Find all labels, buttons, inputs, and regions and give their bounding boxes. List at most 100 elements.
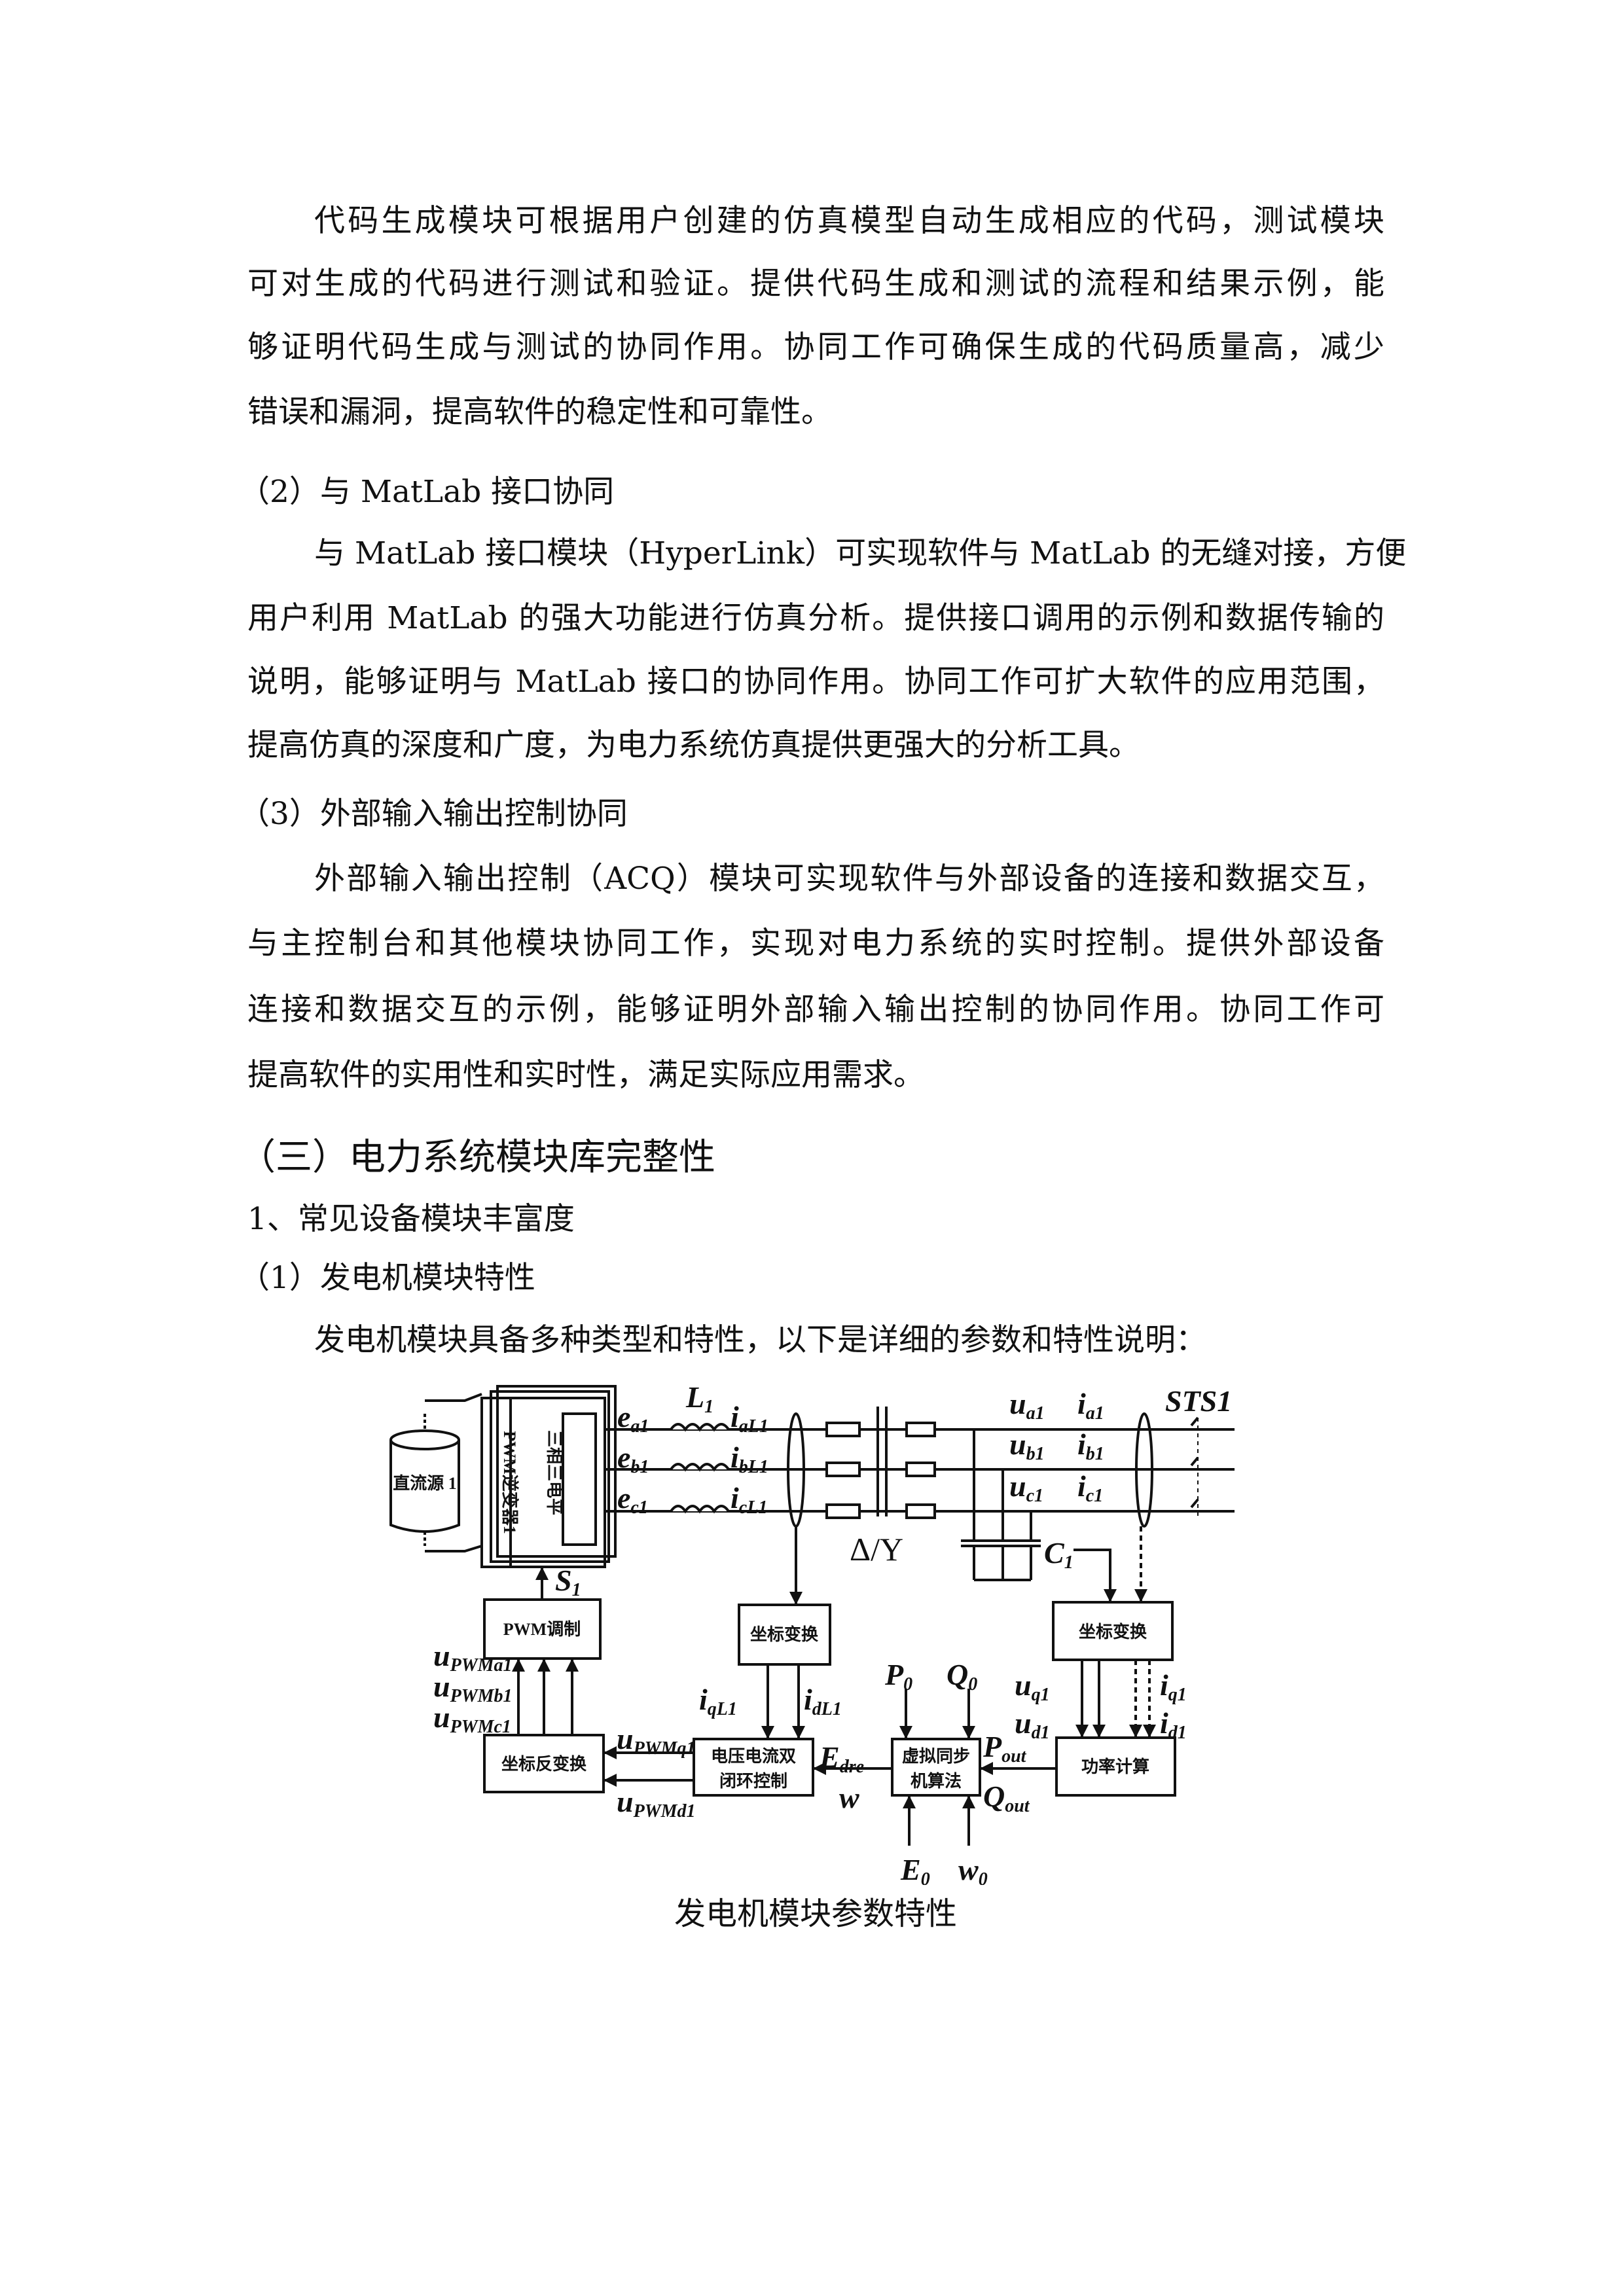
label-icl1: icL1	[731, 1481, 767, 1518]
dual-loop-label-1: 电压电流双	[711, 1747, 796, 1766]
label-base: i	[1077, 1387, 1086, 1420]
power-calc-block	[1055, 1736, 1176, 1797]
label-base: Q	[947, 1658, 968, 1691]
label-subscript: PWMd1	[633, 1801, 696, 1821]
label-uc1: uc1	[1009, 1469, 1043, 1506]
label-qout: Qout	[983, 1780, 1030, 1816]
label-subscript: PWMa1	[450, 1655, 513, 1676]
text-line: 与 MatLab 接口模块（HyperLink）可实现软件与 MatLab 的无…	[314, 535, 1407, 571]
label-base: i	[731, 1441, 739, 1474]
label-base: i	[1160, 1668, 1168, 1702]
label-base: u	[617, 1722, 634, 1755]
label-base: u	[1009, 1387, 1026, 1420]
label-base: i	[731, 1400, 739, 1433]
label-subscript: 1	[1064, 1552, 1074, 1573]
section-title: （三）电力系统模块库完整性	[239, 1136, 715, 1179]
label-ea1: ea1	[617, 1400, 649, 1437]
coord-transform-label-2: 坐标变换	[1079, 1622, 1147, 1641]
w-label: w	[839, 1781, 859, 1814]
text-line: 用户利用 MatLab 的强大功能进行仿真分析。提供接口调用的示例和数据传输的	[247, 600, 1384, 636]
label-upwmb1: uPWMb1	[433, 1670, 513, 1706]
label-subscript: 0	[921, 1869, 930, 1885]
label-id1: id1	[1160, 1706, 1187, 1743]
sts1-label: STS1	[1165, 1384, 1232, 1418]
label-subscript: qL1	[708, 1699, 737, 1719]
label-base: e	[617, 1400, 630, 1433]
coord-transform-label: 坐标变换	[750, 1624, 819, 1644]
inverse-transform-label: 坐标反变换	[501, 1754, 587, 1774]
label-base: E	[900, 1853, 921, 1885]
label-subscript: PWMb1	[450, 1686, 513, 1706]
label-subscript: a1	[1026, 1403, 1045, 1424]
vsg-label-2: 机算法	[911, 1771, 962, 1791]
label-p0: P0	[884, 1658, 912, 1695]
label-subscript: bL1	[739, 1457, 768, 1477]
label-subscript: dre	[840, 1757, 864, 1777]
label-w0: w0	[958, 1853, 988, 1885]
label-base: i	[731, 1481, 739, 1515]
label-subscript: q1	[1032, 1685, 1050, 1705]
label-subscript: b1	[1026, 1444, 1045, 1464]
heading-io-control: （3）外部输入输出控制协同	[239, 796, 628, 832]
label-base: u	[433, 1700, 450, 1734]
inverter-label: PWM逆变器1	[500, 1431, 520, 1534]
capacitor-bank	[961, 1429, 1041, 1581]
coordinate-transform-block	[738, 1604, 831, 1666]
label-ia1: ia1	[1077, 1387, 1104, 1424]
label-base: P	[983, 1730, 1002, 1763]
subsection-title: 1、常见设备模块丰富度	[247, 1201, 575, 1237]
text-line: 与主控制台和其他模块协同工作，实现对电力系统的实时控制。提供外部设备	[247, 925, 1384, 961]
three-level-label: 三相三电平	[545, 1430, 564, 1515]
label-base: i	[1077, 1469, 1086, 1503]
label-subscript: 0	[968, 1674, 977, 1695]
label-c1: C1	[1044, 1536, 1074, 1573]
label-q0: Q0	[947, 1658, 977, 1695]
transformer	[825, 1407, 936, 1519]
label-ua1: ua1	[1009, 1387, 1045, 1424]
label-subscript: b1	[1086, 1444, 1104, 1464]
label-ial1: iaL1	[731, 1400, 768, 1437]
label-subscript: c1	[630, 1498, 647, 1518]
generator-control-diagram: 直流源 1 PWM逆变器1 三相三电平 PWM调制 坐标变换 坐标变换 坐标反变…	[389, 1380, 1235, 1885]
label-base: e	[617, 1481, 630, 1515]
label-ub1: ub1	[1009, 1427, 1045, 1464]
label-ibl1: ibL1	[731, 1441, 768, 1477]
label-subscript: d1	[1168, 1723, 1187, 1743]
dual-loop-label-2: 闭环控制	[719, 1772, 787, 1791]
label-base: Q	[983, 1780, 1005, 1813]
paragraph-generator: 发电机模块具备多种类型和特性，以下是详细的参数和特性说明：	[314, 1322, 1206, 1358]
label-base: u	[433, 1639, 450, 1672]
label-pout: Pout	[983, 1730, 1027, 1767]
label-ec1: ec1	[617, 1481, 648, 1518]
label-subscript: c1	[1086, 1486, 1103, 1506]
label-base: E	[819, 1740, 840, 1774]
label-base: i	[699, 1683, 708, 1716]
label-base: e	[617, 1441, 630, 1474]
label-subscript: 0	[979, 1869, 988, 1885]
label-ud1: ud1	[1015, 1706, 1050, 1743]
label-subscript: out	[1001, 1746, 1027, 1767]
label-subscript: c1	[1026, 1486, 1043, 1506]
label-l1: L1	[685, 1380, 713, 1417]
label-base: u	[617, 1785, 634, 1818]
label-subscript: dL1	[812, 1699, 842, 1719]
text-line: 说明，能够证明与 MatLab 接口的协同作用。协同工作可扩大软件的应用范围，	[247, 664, 1384, 700]
vsg-label-1: 虚拟同步	[902, 1746, 970, 1766]
label-base: u	[1009, 1469, 1026, 1503]
coordinate-transform-block-2	[1052, 1601, 1174, 1661]
dc-source	[389, 1393, 482, 1552]
text-line: 提高仿真的深度和广度，为电力系统仿真提供更强大的分析工具。	[247, 727, 1140, 763]
figure-caption: 发电机模块参数特性	[674, 1895, 957, 1932]
label-base: i	[804, 1683, 812, 1716]
label-base: u	[1015, 1668, 1032, 1702]
label-subscript: PWMq1	[633, 1738, 696, 1759]
item-title: （1）发电机模块特性	[239, 1260, 535, 1296]
label-upwma1: uPWMa1	[433, 1639, 513, 1676]
label-upwmc1: uPWMc1	[433, 1700, 511, 1737]
label-eb1: eb1	[617, 1441, 649, 1477]
label-ic1: ic1	[1077, 1469, 1103, 1506]
label-base: w	[958, 1853, 979, 1885]
label-e0: E0	[900, 1853, 930, 1885]
label-subscript: 1	[572, 1580, 581, 1600]
label-uq1: uq1	[1015, 1668, 1050, 1705]
